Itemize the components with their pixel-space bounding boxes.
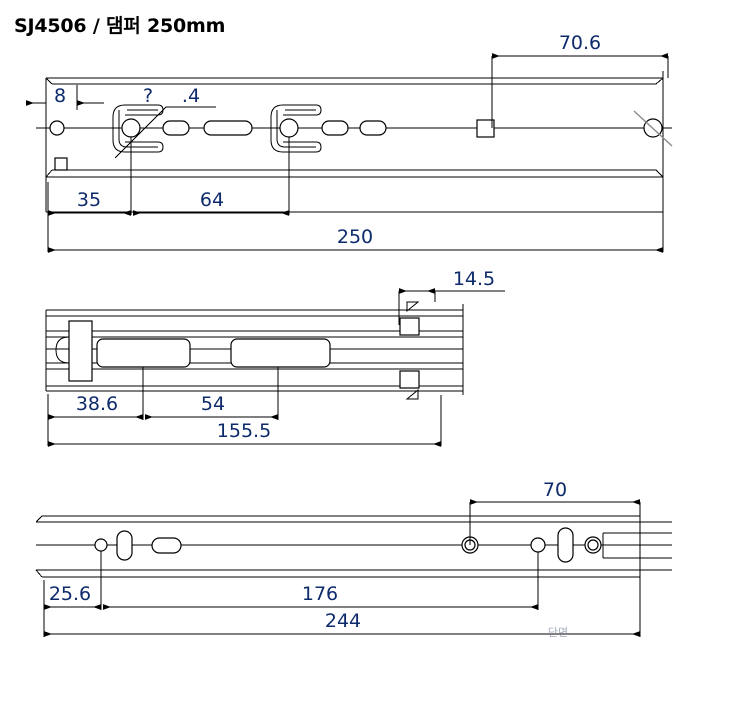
dim-25-6-label: 25.6 bbox=[49, 583, 91, 605]
dim-244-label: 244 bbox=[325, 610, 361, 632]
slot-large-1 bbox=[96, 338, 191, 368]
slot-large-2 bbox=[230, 338, 331, 368]
tab-bottom-left-v1 bbox=[54, 157, 68, 171]
dim-25-6-group: 25.6 bbox=[43, 551, 102, 610]
dim-64-label: 64 bbox=[200, 189, 224, 211]
dim-70-6-group: 70.6 bbox=[491, 32, 669, 128]
dim-244-group: 244 bbox=[43, 610, 641, 637]
clip-bracket-b bbox=[270, 104, 322, 153]
dim-54-group: 54 bbox=[145, 367, 279, 420]
dim-176-label: 176 bbox=[302, 583, 338, 605]
slot-vert-v3-2 bbox=[557, 527, 574, 563]
dim-8-group: 8 bbox=[26, 78, 104, 110]
dim-8-label: 8 bbox=[54, 85, 66, 107]
hole-v3-1 bbox=[94, 538, 108, 552]
slot-horiz-v3-1 bbox=[151, 537, 182, 554]
square-feature-v2-top bbox=[399, 317, 420, 336]
slot-small-1 bbox=[162, 120, 190, 136]
slot-small-2 bbox=[321, 120, 349, 136]
dim-250-label: 250 bbox=[337, 226, 373, 248]
slot-vert-v3-1 bbox=[116, 530, 133, 561]
dim-hole-label: ? bbox=[143, 85, 153, 107]
view-2-intermediate-rail: 14.5 38.6 54 155.5 bbox=[45, 268, 505, 447]
view-3-inner-rail: 70 25.6 176 244 단 bbox=[35, 479, 672, 639]
hole-v3-countersunk-2 bbox=[584, 536, 602, 554]
dim-35-label: 35 bbox=[77, 189, 101, 211]
slot-small-3 bbox=[359, 120, 387, 136]
dim-70-label: 70 bbox=[543, 479, 567, 501]
dim-hole-suffix-label: .4 bbox=[182, 85, 200, 107]
dim-70-group: 70 bbox=[469, 479, 641, 545]
square-feature-v2-bottom bbox=[399, 370, 420, 389]
release-lever-tab bbox=[55, 320, 93, 382]
dim-14-5-label: 14.5 bbox=[453, 268, 495, 290]
dim-155-5-label: 155.5 bbox=[217, 420, 271, 442]
slot-long-1 bbox=[203, 120, 253, 136]
clipped-annotation: 단면 bbox=[548, 626, 568, 639]
dim-38-6-label: 38.6 bbox=[76, 393, 118, 415]
view-1-outer-rail: 8 ? .4 70.6 35 bbox=[26, 32, 673, 253]
dim-155-5-group: 155.5 bbox=[47, 395, 442, 447]
dim-64-group: 64 bbox=[133, 137, 290, 216]
dim-35-group: 35 bbox=[47, 137, 132, 216]
page-title: SJ4506 / 댐퍼 250mm bbox=[14, 15, 226, 37]
dim-38-6-group: 38.6 bbox=[47, 367, 144, 420]
square-feature-v1 bbox=[476, 119, 495, 138]
dim-176-group: 176 bbox=[103, 552, 539, 610]
hole-v3-2 bbox=[530, 537, 546, 553]
dim-250-group: 250 bbox=[47, 215, 664, 253]
dim-14-5-group: 14.5 bbox=[398, 268, 505, 325]
dim-hole-leader-group: ? .4 bbox=[114, 85, 216, 159]
dim-54-label: 54 bbox=[201, 393, 225, 415]
dim-70-6-label: 70.6 bbox=[559, 32, 601, 54]
